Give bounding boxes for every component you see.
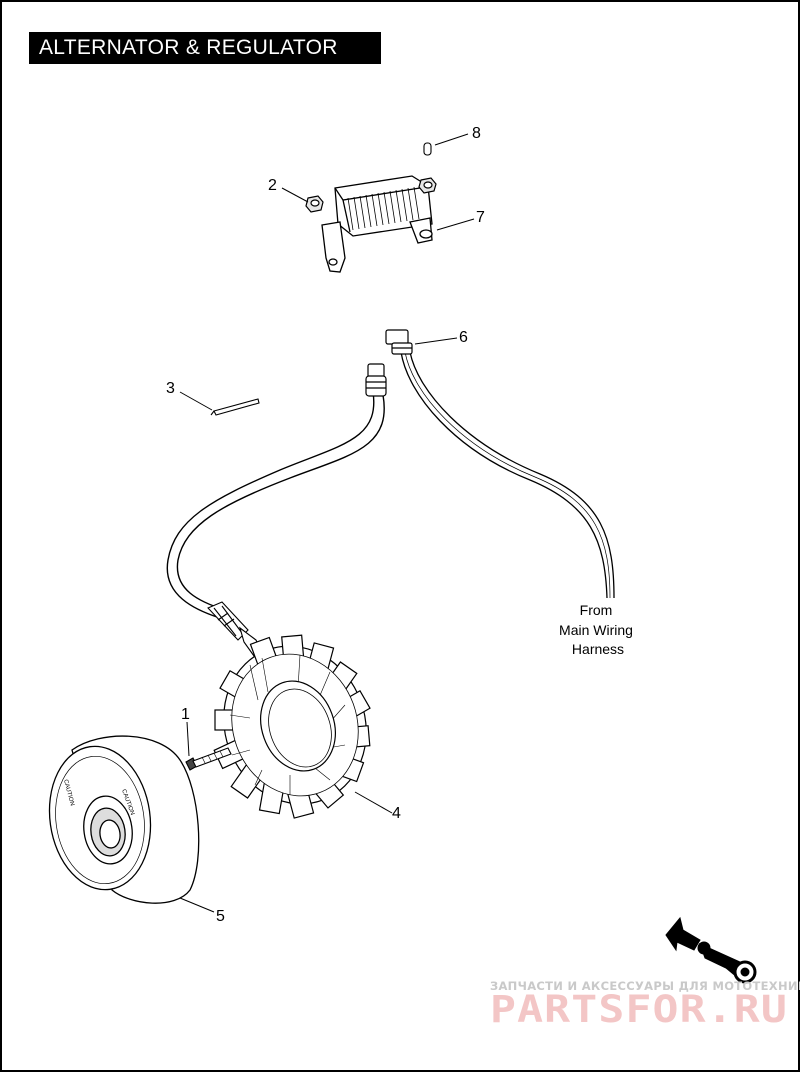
- leader-lines: [179, 133, 475, 913]
- harness-note-line-3: Harness: [572, 641, 624, 657]
- callout-1: 1: [181, 706, 190, 723]
- harness-note-line-1: From: [580, 602, 613, 618]
- cable-clip: [210, 398, 260, 416]
- locating-pin: [423, 142, 432, 156]
- callout-6: 6: [459, 329, 468, 346]
- watermark-site: PARTSFOR.RU: [490, 988, 788, 1031]
- front-direction-icon: [665, 916, 757, 984]
- hex-nut-right: [418, 177, 437, 194]
- rotor: CAUTION CAUTION: [48, 735, 200, 904]
- regulator-harness: [385, 329, 615, 599]
- stator-cable: [166, 363, 387, 657]
- watermark: ЗАПЧАСТИ И АКСЕССУАРЫ ДЛЯ МОТОТЕХНИКИ PA…: [490, 979, 800, 1031]
- stator: [213, 634, 371, 819]
- callout-2: 2: [268, 177, 277, 194]
- callout-5: 5: [216, 908, 225, 925]
- callout-3: 3: [166, 380, 175, 397]
- callout-4: 4: [392, 805, 401, 822]
- callout-8: 8: [472, 125, 481, 142]
- hex-nut-left: [305, 195, 324, 213]
- voltage-regulator: [321, 175, 433, 273]
- watermark-tagline: ЗАПЧАСТИ И АКСЕССУАРЫ ДЛЯ МОТОТЕХНИКИ: [490, 979, 800, 993]
- harness-note-line-2: Main Wiring: [559, 622, 633, 638]
- page-title: ALTERNATOR & REGULATOR: [29, 32, 381, 64]
- callout-7: 7: [476, 209, 485, 226]
- torx-bolt: [185, 747, 232, 771]
